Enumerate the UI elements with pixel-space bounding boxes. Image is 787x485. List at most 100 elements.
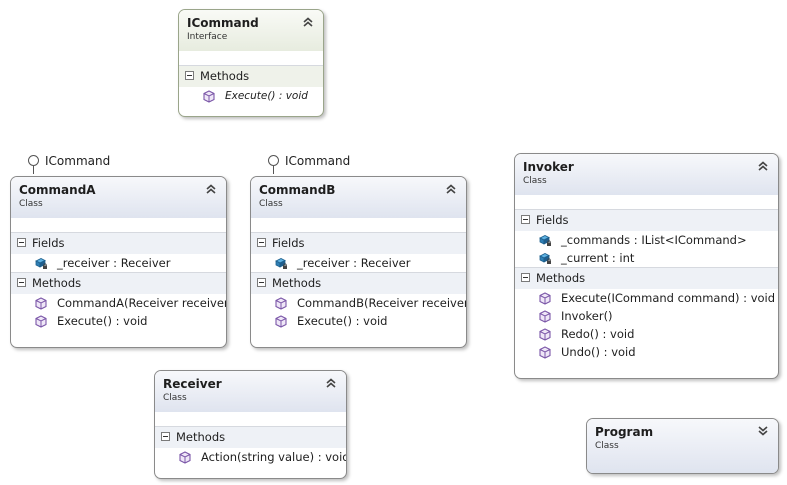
minus-box-icon[interactable] xyxy=(17,278,26,287)
lollipop-stem xyxy=(33,166,34,174)
command-a-stereotype: Class xyxy=(19,199,43,209)
expand-icon[interactable] xyxy=(756,424,770,438)
method-signature: Action(string value) : void xyxy=(201,450,347,464)
minus-box-icon[interactable] xyxy=(185,71,194,80)
command-a-interface-lollipop: ICommand xyxy=(28,154,110,174)
method-item[interactable]: Undo() : void xyxy=(515,343,778,361)
method-signature: Execute() : void xyxy=(297,314,388,328)
section-label: Fields xyxy=(536,213,569,227)
program-name: Program xyxy=(595,425,654,439)
field-signature: _commands : IList<ICommand> xyxy=(561,233,747,247)
private-field-icon xyxy=(538,234,552,247)
method-cube-icon xyxy=(538,328,552,341)
method-signature: Undo() : void xyxy=(561,345,636,359)
field-signature: _receiver : Receiver xyxy=(297,256,411,270)
method-signature: Execute() : void xyxy=(225,90,308,102)
field-signature: _receiver : Receiver xyxy=(57,256,171,270)
method-item[interactable]: Execute(ICommand command) : void xyxy=(515,289,778,307)
method-signature: CommandB(Receiver receiver) xyxy=(297,296,467,310)
minus-box-icon[interactable] xyxy=(257,238,266,247)
program-header[interactable]: Program Class xyxy=(587,419,778,473)
collapse-icon[interactable] xyxy=(301,15,315,29)
icommand-header[interactable]: ICommand Interface xyxy=(179,10,323,51)
program-stereotype: Class xyxy=(595,441,619,451)
method-signature: Redo() : void xyxy=(561,327,635,341)
command-a-class-shape[interactable]: CommandA Class Fields _receiver : Receiv… xyxy=(10,176,227,348)
method-signature: Execute(ICommand command) : void xyxy=(561,291,776,305)
section-label: Fields xyxy=(32,236,65,250)
method-cube-icon xyxy=(34,315,48,328)
collapse-icon[interactable] xyxy=(204,182,218,196)
interface-circle-icon xyxy=(268,155,279,166)
method-item[interactable]: Execute() : void xyxy=(251,312,466,330)
method-item[interactable]: Invoker() xyxy=(515,307,778,325)
command-b-methods-section[interactable]: Methods xyxy=(251,272,466,294)
command-b-interface-lollipop: ICommand xyxy=(268,154,350,174)
command-a-fields-section[interactable]: Fields xyxy=(11,232,226,254)
method-item[interactable]: CommandB(Receiver receiver) xyxy=(251,294,466,312)
command-a-header[interactable]: CommandA Class xyxy=(11,177,226,218)
icommand-stereotype: Interface xyxy=(187,32,228,42)
method-signature: Execute() : void xyxy=(57,314,148,328)
minus-box-icon[interactable] xyxy=(521,215,530,224)
receiver-stereotype: Class xyxy=(163,393,187,403)
minus-box-icon[interactable] xyxy=(17,238,26,247)
collapse-icon[interactable] xyxy=(444,182,458,196)
receiver-methods-section[interactable]: Methods xyxy=(155,426,346,448)
method-item[interactable]: Execute() : void xyxy=(179,87,323,105)
invoker-stereotype: Class xyxy=(523,176,547,186)
method-item[interactable]: Action(string value) : void xyxy=(155,448,346,466)
field-item[interactable]: _receiver : Receiver xyxy=(251,254,466,272)
section-label: Methods xyxy=(176,430,226,444)
command-a-methods-section[interactable]: Methods xyxy=(11,272,226,294)
icommand-interface-shape[interactable]: ICommand Interface Methods Execute() : v… xyxy=(178,9,324,117)
minus-box-icon[interactable] xyxy=(161,432,170,441)
method-item[interactable]: Execute() : void xyxy=(11,312,226,330)
method-cube-icon xyxy=(34,297,48,310)
section-label: Fields xyxy=(272,236,305,250)
private-field-icon xyxy=(538,252,552,265)
section-label: Methods xyxy=(272,276,322,290)
method-item[interactable]: CommandA(Receiver receiver) xyxy=(11,294,226,312)
invoker-class-shape[interactable]: Invoker Class Fields _commands : IList<I… xyxy=(514,153,779,379)
field-item[interactable]: _commands : IList<ICommand> xyxy=(515,231,778,249)
command-b-stereotype: Class xyxy=(259,199,283,209)
method-cube-icon xyxy=(538,310,552,323)
method-cube-icon xyxy=(538,292,552,305)
invoker-fields-section[interactable]: Fields xyxy=(515,209,778,231)
field-item[interactable]: _current : int xyxy=(515,249,778,267)
field-item[interactable]: _receiver : Receiver xyxy=(11,254,226,272)
receiver-class-shape[interactable]: Receiver Class Methods Action(string val… xyxy=(154,370,347,479)
method-cube-icon xyxy=(202,90,216,103)
minus-box-icon[interactable] xyxy=(521,273,530,282)
program-class-shape[interactable]: Program Class xyxy=(586,418,779,474)
field-signature: _current : int xyxy=(561,251,635,265)
minus-box-icon[interactable] xyxy=(257,278,266,287)
lollipop-stem xyxy=(273,166,274,174)
private-field-icon xyxy=(274,257,288,270)
method-cube-icon xyxy=(178,451,192,464)
method-item[interactable]: Redo() : void xyxy=(515,325,778,343)
method-cube-icon xyxy=(538,346,552,359)
command-a-name: CommandA xyxy=(19,183,96,197)
method-signature: Invoker() xyxy=(561,309,613,323)
receiver-header[interactable]: Receiver Class xyxy=(155,371,346,412)
collapse-icon[interactable] xyxy=(324,376,338,390)
section-label: Methods xyxy=(200,69,250,83)
receiver-name: Receiver xyxy=(163,377,222,391)
icommand-name: ICommand xyxy=(187,16,259,30)
command-b-class-shape[interactable]: CommandB Class Fields _receiver : Receiv… xyxy=(250,176,467,348)
private-field-icon xyxy=(34,257,48,270)
collapse-icon[interactable] xyxy=(756,159,770,173)
method-cube-icon xyxy=(274,297,288,310)
invoker-methods-section[interactable]: Methods xyxy=(515,267,778,289)
method-signature: CommandA(Receiver receiver) xyxy=(57,296,227,310)
method-cube-icon xyxy=(274,315,288,328)
command-b-fields-section[interactable]: Fields xyxy=(251,232,466,254)
invoker-name: Invoker xyxy=(523,160,574,174)
command-b-header[interactable]: CommandB Class xyxy=(251,177,466,218)
section-label: Methods xyxy=(32,276,82,290)
section-label: Methods xyxy=(536,271,586,285)
icommand-methods-section[interactable]: Methods xyxy=(179,65,323,87)
invoker-header[interactable]: Invoker Class xyxy=(515,154,778,195)
